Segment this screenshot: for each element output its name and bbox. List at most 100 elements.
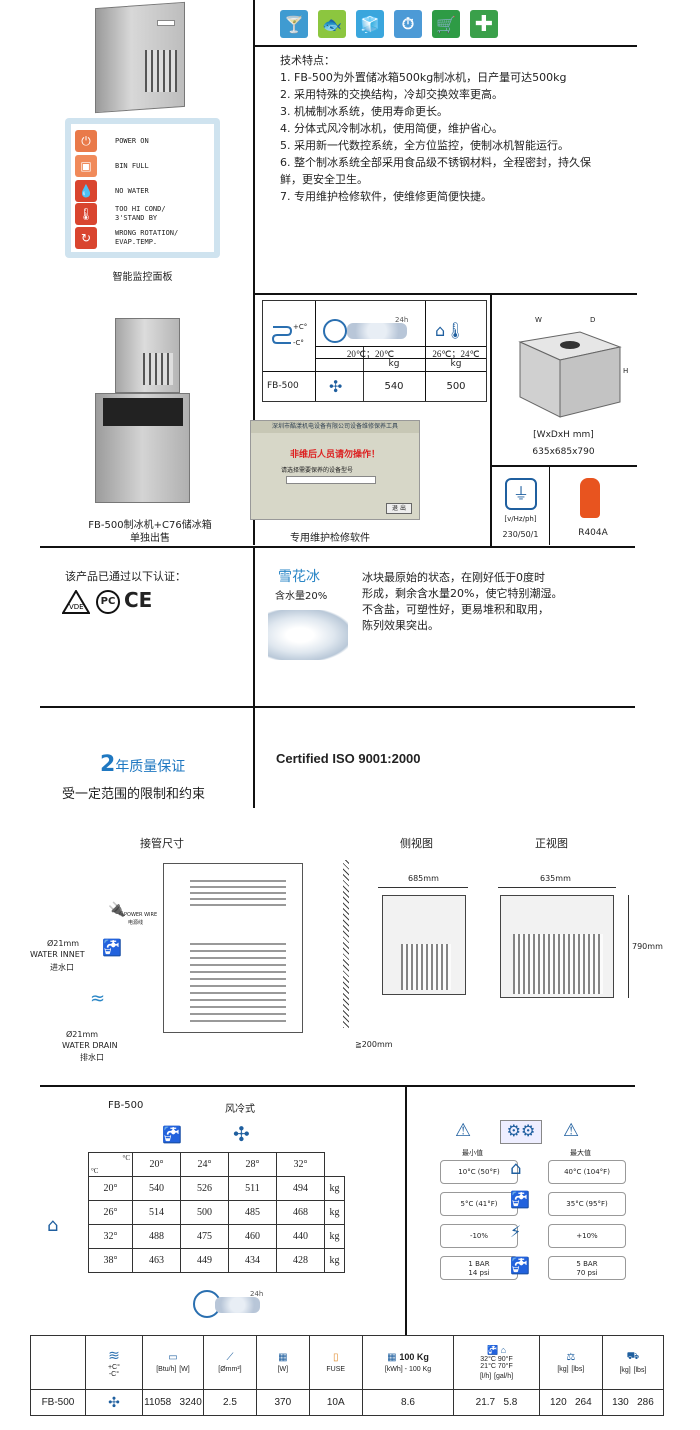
front-title: 正视图	[535, 837, 568, 850]
minus-label: -C°	[293, 339, 304, 347]
cell: 468	[276, 1200, 325, 1225]
scale-icon: ⚖	[566, 1351, 576, 1363]
medical-cross-icon: ✚	[470, 10, 498, 38]
divider-h-cert	[40, 706, 635, 708]
fan-icon: ✣	[233, 1122, 250, 1146]
warranty-num: 2	[100, 752, 116, 777]
fan-icon: ✣	[329, 377, 343, 396]
btu-value: 11058	[144, 1397, 172, 1408]
cell: 514	[132, 1200, 181, 1225]
unit-cell: kg	[324, 1200, 345, 1225]
software-warning: 非维后人员请勿操作！	[289, 450, 380, 460]
lbs-value: 264	[574, 1397, 592, 1408]
panel-label: WRONG ROTATION/	[115, 229, 179, 237]
limit-min: 1 BAR	[468, 1260, 490, 1268]
software-window: 深圳市酷漾机电设备有限公司设备维修保养工具 非维后人员请勿操作！ 请选择需要保养…	[250, 420, 420, 520]
kg-label: [kg]	[557, 1365, 569, 1373]
power-socket-icon: ⏚	[505, 478, 537, 510]
cell: 428	[276, 1248, 325, 1273]
cap-model: FB-500	[108, 1100, 144, 1111]
limit-min: 10°C (50°F)	[440, 1160, 518, 1184]
limit-max: 5 BAR	[576, 1260, 598, 1268]
power-label: [v/Hz/ph]	[504, 515, 537, 523]
warranty-title: 2年质量保证	[100, 752, 185, 777]
water-temp-icon: 🚰	[510, 1190, 530, 1209]
cell: 540	[132, 1176, 181, 1201]
cell: 485	[228, 1200, 277, 1225]
inlet-cn: 进水口	[50, 963, 74, 972]
lh-label: [l/h]	[479, 1372, 492, 1380]
front-width: 635mm	[540, 874, 571, 883]
power-wire-cn: 电源线	[128, 920, 144, 926]
power-wire-icon: 🔌	[108, 902, 126, 918]
refrigerant-cell: ≋+C°-C°	[84, 1335, 143, 1390]
software-title: 深圳市酷漾机电设备有限公司设备维修保养工具	[251, 421, 419, 433]
cap-cooling: 风冷式	[225, 1104, 255, 1115]
energy-cell: ▦ 100 Kg [kWh] - 100 Kg	[361, 1335, 455, 1390]
desc-line: 形成，剩余含水量20%，使它特别潮湿。	[362, 587, 563, 600]
ce-mark: CE	[124, 588, 153, 612]
kwh-label: [kWh] - 100 Kg	[384, 1365, 432, 1373]
dim-h: H	[623, 367, 629, 375]
cell: 511	[228, 1176, 277, 1201]
unit-label: kg	[450, 359, 462, 369]
wall-hatch	[343, 860, 349, 1028]
exit-button[interactable]: 退 出	[386, 503, 412, 514]
drain-size: Ø21mm	[66, 1030, 99, 1039]
energy-meter-icon: ▦	[387, 1351, 397, 1363]
cell: 449	[180, 1248, 229, 1273]
row-temp: 38°	[88, 1248, 133, 1273]
model-select[interactable]	[286, 476, 376, 484]
feature-icons-row: 🍸 🐟 🧊 ⏱ 🛒 ✚	[280, 10, 510, 38]
limit-min: -10%	[440, 1224, 518, 1248]
power-wire-label: POWER WIRE	[124, 912, 158, 918]
divider-v-dims	[490, 293, 492, 546]
h24-label: 24h	[250, 1290, 264, 1298]
divider-h-features	[253, 293, 637, 295]
room-temp-icon: ⌂	[510, 1158, 522, 1179]
hot-cond-icon: 🌡	[75, 203, 97, 225]
bottom-spec-table: ≋+C°-C° ▭[Btu/h] [W] ⟋[Ømm²] ▦[W] ▯FUSE …	[30, 1335, 665, 1416]
machine-caption-1: FB-500制冰机+C76储冰箱	[88, 520, 212, 531]
cocktail-icon: 🍸	[280, 10, 308, 38]
side-width-line	[378, 887, 468, 888]
bin-full-icon: ▣	[75, 155, 97, 177]
cable-icon: ⟋	[226, 1351, 234, 1363]
kg-value: 120	[549, 1397, 567, 1408]
h24-label: 24h	[395, 316, 409, 324]
galh-value: 5.8	[503, 1397, 518, 1408]
refrigerant-coil-icon	[271, 323, 311, 344]
desc-line: 不含盐，可塑性好，更易堆积和取用，	[362, 603, 549, 616]
min-label: 最小值	[462, 1149, 483, 1157]
water-values: 21.7 5.8	[453, 1389, 540, 1416]
w-value: 3240	[179, 1397, 202, 1408]
feature-item: 4. 分体式风冷制冰机，使用简便，维护省心。	[280, 122, 503, 135]
row-temp: 26°	[88, 1200, 133, 1225]
clearance: ≧200mm	[355, 1040, 393, 1049]
row-temp: 32°	[88, 1224, 133, 1249]
t21: 21°C	[480, 1362, 496, 1370]
unit-cell: kg	[324, 1248, 345, 1273]
plus-label: +C°	[293, 323, 308, 331]
lbs-label: [lbs]	[571, 1365, 585, 1373]
ice-pile-icon	[347, 323, 407, 339]
omm-label: [Ømm²]	[218, 1365, 242, 1373]
header-cell: 32°	[276, 1152, 325, 1177]
power-value: 230/50/1	[502, 530, 539, 539]
divider-v-power	[549, 465, 550, 545]
kg100-label: 100 Kg	[399, 1351, 429, 1362]
warranty-text: 年质量保证	[115, 759, 186, 775]
svg-text:VDE: VDE	[69, 603, 84, 611]
divider-v-top	[253, 0, 255, 545]
features-heading: 技术特点：	[280, 54, 335, 67]
snow-ice-desc: 冰块最原始的状态，在刚好低于0度时 形成，剩余含水量20%，使它特别潮湿。 不含…	[362, 570, 562, 634]
cell: 488	[132, 1224, 181, 1249]
warning-icon: ⚠	[455, 1120, 472, 1141]
water-consumption-icon: 🚰 ⌂	[486, 1344, 507, 1355]
lh-value: 21.7	[475, 1397, 496, 1408]
weight-values: 120 264	[538, 1389, 603, 1416]
panel-label: NO WATER	[115, 186, 149, 195]
